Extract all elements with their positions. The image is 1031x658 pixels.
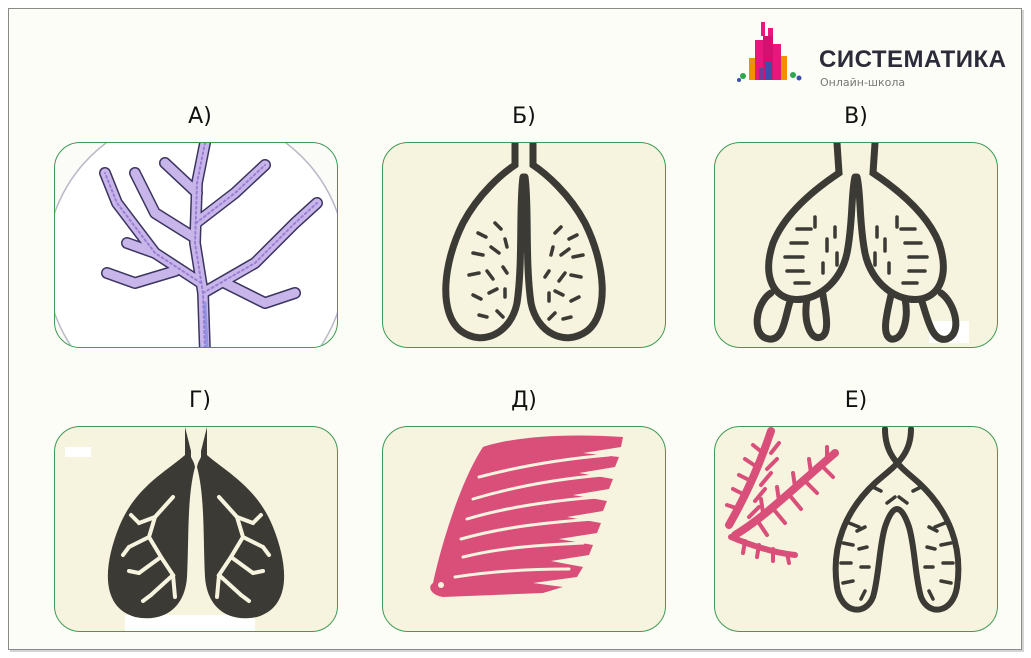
panel-label-b: Б) <box>454 104 594 129</box>
gills-icon <box>383 427 665 631</box>
panel-label-a: А) <box>130 104 270 129</box>
branching-tracheae-icon <box>55 143 337 347</box>
gills-and-simple-lungs-icon <box>715 427 997 631</box>
panel-card-g <box>54 426 338 632</box>
folded-lungs-with-air-sacs-icon <box>715 143 997 347</box>
panel-card-a <box>54 142 338 348</box>
panel-label-e: Е) <box>786 388 926 413</box>
panel-card-b <box>382 142 666 348</box>
city-skyline-icon <box>735 18 815 90</box>
panel-card-v <box>714 142 998 348</box>
alveolar-lungs-icon <box>55 427 337 631</box>
panel-label-d: Д) <box>454 388 594 413</box>
brand-subtitle: Онлайн-школа <box>820 76 905 89</box>
panel-card-d <box>382 426 666 632</box>
brand-name: СИСТЕМАТИКА <box>819 46 1007 74</box>
cellular-lungs-icon <box>383 143 665 347</box>
panel-label-v: В) <box>786 104 926 129</box>
brand-logo: СИСТЕМАТИКА Онлайн-школа <box>735 18 1015 90</box>
panel-label-g: Г) <box>130 388 270 413</box>
panel-card-e <box>714 426 998 632</box>
